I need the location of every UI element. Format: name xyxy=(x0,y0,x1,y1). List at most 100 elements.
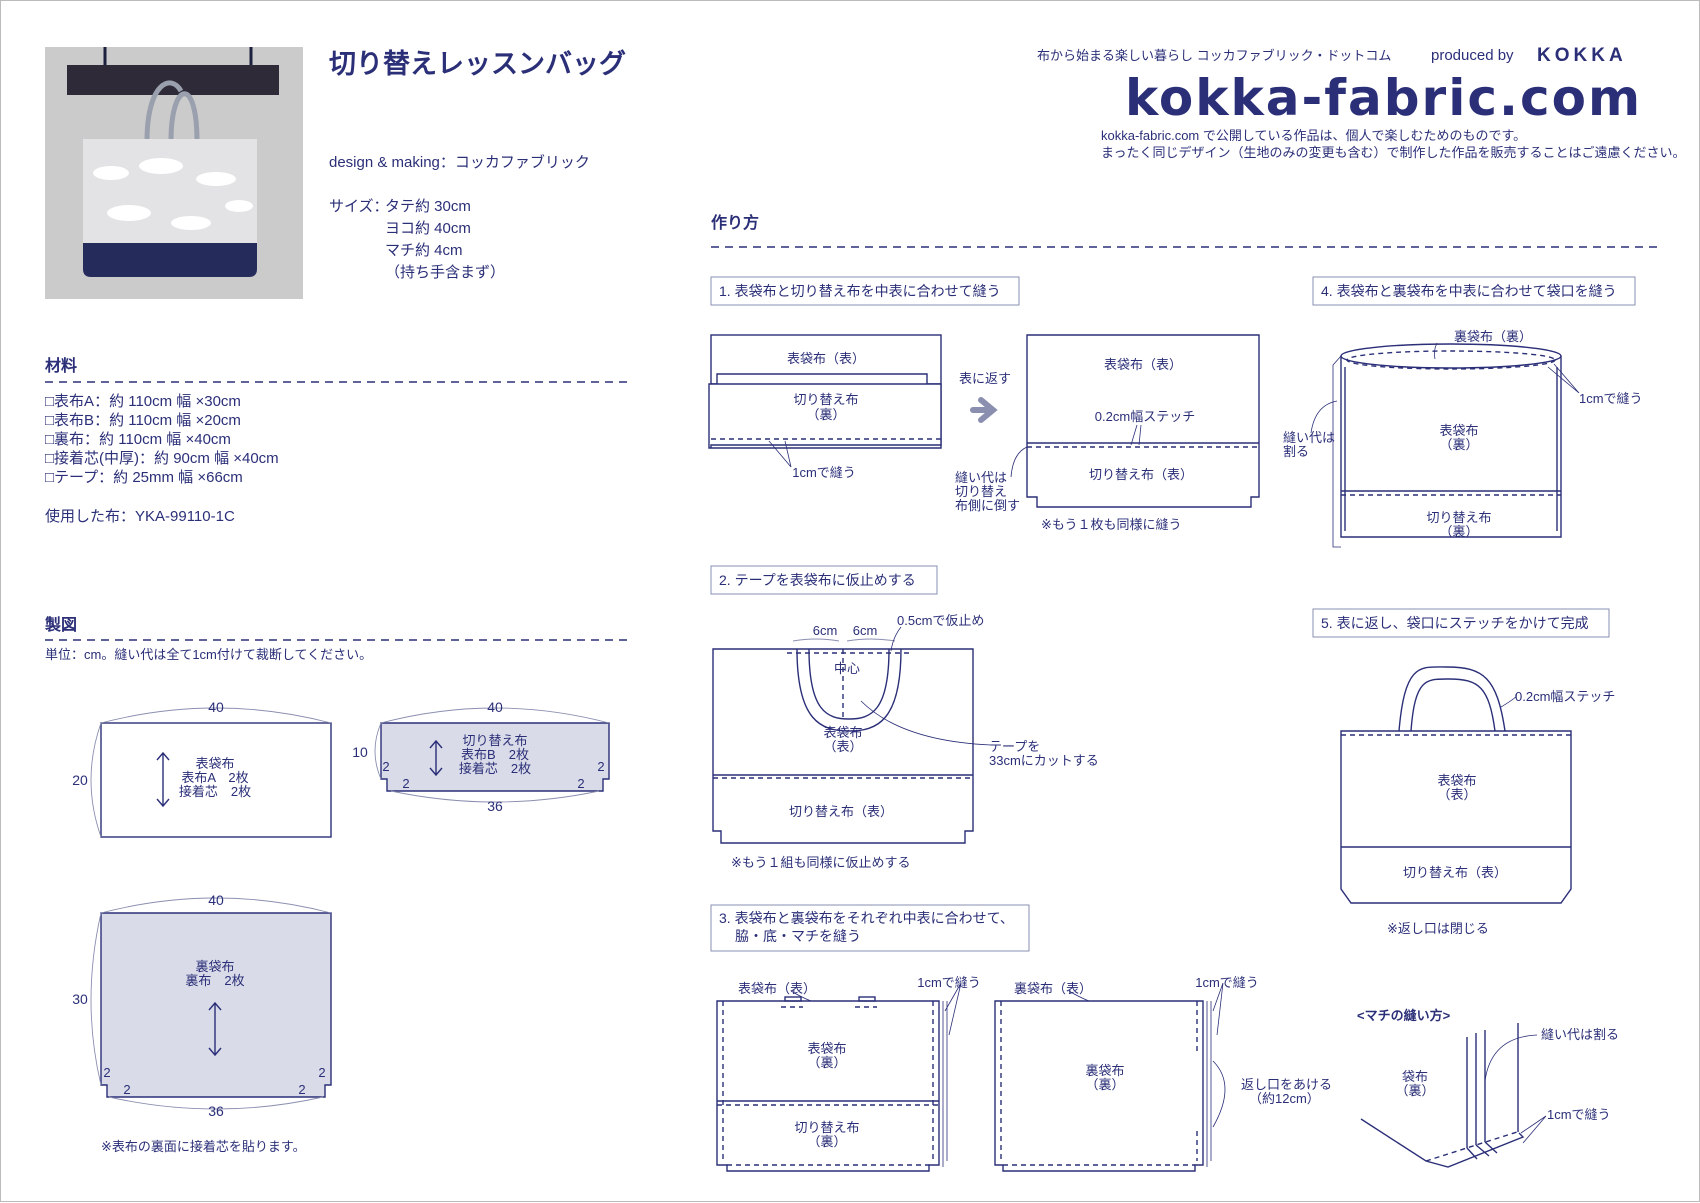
diagram-label: 表袋布（表） xyxy=(738,981,816,996)
step-title: 4. 表袋布と裏袋布を中表に合わせて袋口を縫う xyxy=(1321,283,1617,299)
diagram-label: 表袋布（表） xyxy=(787,351,865,366)
produced-by: produced by xyxy=(1431,47,1514,64)
step-title: 5. 表に返し、袋口にステッチをかけて完成 xyxy=(1321,615,1589,631)
step-title: 1. 表袋布と切り替え布を中表に合わせて縫う xyxy=(719,283,1001,299)
product-photo xyxy=(45,47,303,299)
step-4: 4. 表袋布と裏袋布を中表に合わせて袋口を縫う 裏袋布（裏） 1cmで縫う 縫い… xyxy=(1283,276,1643,548)
piece-label: 裏袋布 xyxy=(195,959,234,974)
diagram-label: （約12cm） xyxy=(1249,1091,1320,1106)
diagram-label: （裏） xyxy=(807,1134,846,1149)
diagram-label: 袋布 xyxy=(1402,1069,1428,1084)
piece-label: 接着芯 2枚 xyxy=(459,761,531,776)
diagram-label: 中心 xyxy=(834,661,860,676)
diagram-label: （表） xyxy=(1437,787,1476,802)
step-note: ※返し口は閉じる xyxy=(1387,921,1489,936)
diagram-label: 0.5cmで仮止め xyxy=(897,613,984,628)
diagram-label: 割る xyxy=(1283,444,1309,459)
dimension-label: 40 xyxy=(487,699,503,715)
dimension-label: 20 xyxy=(72,772,88,788)
step-note: ※もう１組も同様に仮止めする xyxy=(731,855,911,870)
diagram-label: 縫い代は xyxy=(1283,430,1335,445)
dimension-label: 36 xyxy=(208,1103,224,1119)
draft-piece-switch: 40 10 36 2 2 2 2 切り替え布 表布B 2枚 接着芯 2枚 xyxy=(352,699,610,814)
diagram-label: （裏） xyxy=(1085,1077,1124,1092)
corner-label: 2 xyxy=(318,1065,325,1080)
piece-label: 表布B 2枚 xyxy=(461,747,529,762)
diagram-label: 縫い代は割る xyxy=(1541,1027,1619,1042)
material-item: □表布A：約 110cm 幅 ×30cm xyxy=(45,393,241,410)
fabric-used: 使用した布：YKA-99110-1C xyxy=(45,508,235,525)
step-1: 1. 表袋布と切り替え布を中表に合わせて縫う 表袋布（表） 切り替え布 （裏） … xyxy=(708,276,1260,532)
corner-label: 2 xyxy=(382,759,389,774)
diagram-label: 6cm xyxy=(813,623,838,638)
diagram-label: 1cmで縫う xyxy=(1195,975,1259,990)
brand-name: KOKKA xyxy=(1537,45,1627,66)
grain-arrow-icon xyxy=(156,751,170,808)
draft-piece-lining: 40 30 36 2 2 2 2 裏袋布 裏布 2枚 xyxy=(72,892,332,1119)
grain-arrow-icon xyxy=(429,739,443,777)
diagram-label: （表） xyxy=(823,739,862,754)
size-height: タテ約 30cm xyxy=(385,198,471,215)
notice-line-2: まったく同じデザイン（生地のみの変更も含む）で制作した作品を販売することはご遠慮… xyxy=(1101,145,1685,160)
material-item: □表布B：約 110cm 幅 ×20cm xyxy=(45,412,241,429)
diagram-label: 切り替え布 xyxy=(793,392,858,407)
diagram-label: 切り替え布（表） xyxy=(1403,865,1507,880)
materials-heading: 材料 xyxy=(45,356,77,375)
diagram-label: （裏） xyxy=(1395,1083,1434,1098)
diagram-label: 表に返す xyxy=(959,371,1011,386)
corner-label: 2 xyxy=(103,1065,110,1080)
site-logo: kokka-fabric.com xyxy=(1125,69,1642,127)
draft-piece-outer: 40 20 表袋布 表布A 2枚 接着芯 2枚 xyxy=(72,699,332,838)
diagram-label: （裏） xyxy=(806,407,845,422)
diagram-label: 表袋布 xyxy=(807,1041,846,1056)
drafting-heading: 製図 xyxy=(44,615,77,634)
step-note: ※もう１枚も同様に縫う xyxy=(1041,517,1182,532)
gusset-heading: <マチの縫い方> xyxy=(1357,1008,1451,1023)
diagram-label: 縫い代は xyxy=(955,470,1007,485)
howto-heading: 作り方 xyxy=(711,213,759,232)
tagline: 布から始まる楽しい暮らし コッカファブリック・ドットコム xyxy=(1037,48,1391,63)
diagram-label: 1cmで縫う xyxy=(792,465,856,480)
size-width: ヨコ約 40cm xyxy=(385,220,471,237)
piece-label: 裏布 2枚 xyxy=(185,973,244,988)
piece-label: 表布A 2枚 xyxy=(181,770,248,785)
piece-label: 表袋布 xyxy=(195,756,234,771)
size-note: （持ち手含まず） xyxy=(385,264,505,281)
diagram-label: 1cmで縫う xyxy=(1547,1107,1611,1122)
material-item: □テープ：約 25mm 幅 ×66cm xyxy=(45,469,243,486)
step-3: 3. 表袋布と裏袋布をそれぞれ中表に合わせて、 脇・底・マチを縫う 表袋布（表）… xyxy=(710,904,1619,1172)
diagram-label: 表袋布 xyxy=(1439,423,1478,438)
dimension-label: 30 xyxy=(72,991,88,1007)
diagram-label: 0.2cm幅ステッチ xyxy=(1515,689,1615,704)
diagram-label: 裏袋布（表） xyxy=(1014,981,1092,996)
diagram-label: 切り替え布（表） xyxy=(789,804,893,819)
diagram-label: 布側に倒す xyxy=(955,498,1020,513)
size-label: サイズ： xyxy=(329,198,389,215)
diagram-label: 切り替え布 xyxy=(794,1120,859,1135)
diagram-label: 切り替え xyxy=(955,484,1007,499)
diagram-label: 33cmにカットする xyxy=(989,753,1099,768)
arrow-right-icon xyxy=(970,397,998,423)
size-gusset: マチ約 4cm xyxy=(385,242,463,259)
diagram-label: 6cm xyxy=(853,623,878,638)
diagram-label: 表袋布 xyxy=(1437,773,1476,788)
diagram-label: 1cmで縫う xyxy=(917,975,981,990)
diagram-label: 切り替え布（表） xyxy=(1089,467,1193,482)
corner-label: 2 xyxy=(298,1082,305,1097)
corner-label: 2 xyxy=(597,759,604,774)
dimension-label: 10 xyxy=(352,744,368,760)
grain-arrow-icon xyxy=(208,1001,222,1057)
dimension-label: 40 xyxy=(208,892,224,908)
diagram-label: 0.2cm幅ステッチ xyxy=(1095,409,1195,424)
piece-label: 接着芯 2枚 xyxy=(179,784,251,799)
design-credit: design & making：コッカファブリック xyxy=(329,153,590,171)
dimension-label: 40 xyxy=(208,699,224,715)
diagram-label: 1cmで縫う xyxy=(1579,391,1643,406)
diagram-label: 裏袋布（裏） xyxy=(1454,329,1532,344)
unit-note: 単位：cm。縫い代は全て1cm付けて裁断してください。 xyxy=(45,647,372,662)
diagram-label: （裏） xyxy=(1439,437,1478,452)
step-2: 2. テープを表袋布に仮止めする 6cm 6cm 0.5cmで仮止め 中心 表袋… xyxy=(710,565,1099,870)
step-5: 5. 表に返し、袋口にステッチをかけて完成 0.2cm幅ステッチ 表袋布 （表）… xyxy=(1312,608,1615,936)
diagram-label: 切り替え布 xyxy=(1426,510,1491,525)
